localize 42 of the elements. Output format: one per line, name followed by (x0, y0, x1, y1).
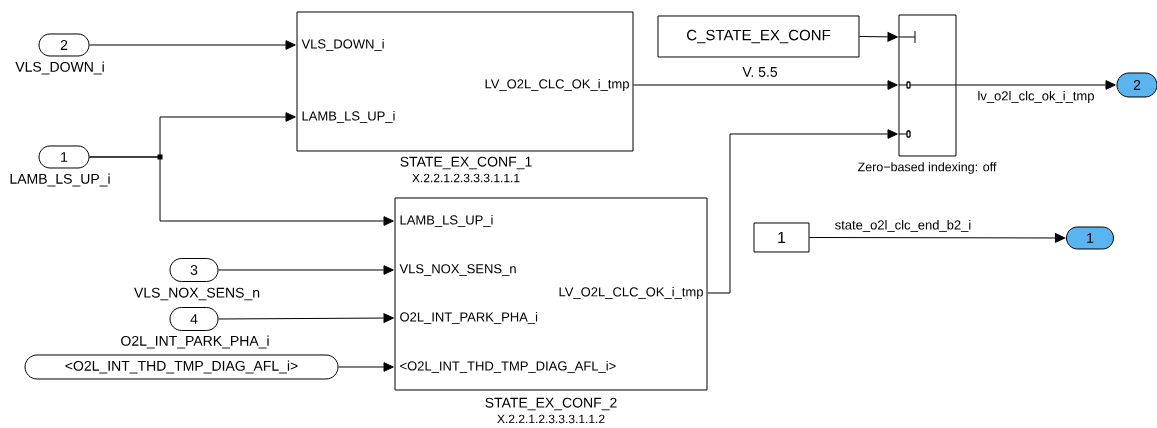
inport-block: 2 (38, 33, 90, 57)
block-label: X.2.2.1.2.3.3.3.1.1.2 (497, 414, 605, 424)
block-label: LAMB_LS_UP_i (10, 173, 110, 187)
signal-line (707, 129, 898, 294)
signal-line (859, 32, 898, 42)
port-label: LV_O2L_CLC_OK_i_tmp (559, 286, 703, 300)
signal-line (633, 80, 898, 90)
switch-block (898, 14, 957, 157)
port-label: LAMB_LS_UP_i (400, 215, 493, 227)
subsystem-block (296, 11, 634, 152)
signal-line (218, 265, 394, 275)
block-label: VLS_NOX_SENS_n (134, 287, 260, 301)
signal-line (218, 313, 394, 323)
port-label: VLS_DOWN_i (301, 39, 384, 51)
block-label: Zero−based indexing: off (857, 162, 997, 174)
port-label: <O2L_INT_THD_TMP_DIAG_AFL_i> (400, 361, 616, 373)
block-label: V. 5.5 (742, 67, 778, 77)
outport-block: 2 (1116, 72, 1157, 98)
inport-block: 4 (169, 307, 219, 331)
inport-block: <O2L_INT_THD_TMP_DIAG_AFL_i> (24, 354, 339, 380)
port-label: VLS_NOX_SENS_n (399, 264, 516, 276)
signal-line (956, 80, 1116, 90)
port-label: LAMB_LS_UP_i (302, 111, 395, 123)
edge-label: lv_o2l_clc_ok_i_tmp (976, 89, 1096, 105)
block-label: STATE_EX_CONF_1 (400, 156, 532, 170)
signal-line (89, 156, 394, 226)
constant-block: C_STATE_EX_CONF (657, 15, 860, 58)
outport-block: 1 (1066, 226, 1114, 250)
block-label: O2L_INT_PARK_PHA_i (121, 335, 269, 349)
block-label: X.2.2.1.2.3.3.3.1.1.1 (412, 173, 520, 183)
subsystem-block (394, 197, 708, 391)
port-label: LV_O2L_CLC_OK_i_tmp (485, 78, 629, 92)
signal-line (809, 233, 1066, 243)
signal-line (89, 40, 296, 50)
edge-label: state_o2l_clc_end_b2_i (833, 219, 973, 233)
block-label: STATE_EX_CONF_2 (485, 397, 617, 411)
inport-block: 3 (169, 258, 219, 282)
block-label: VLS_DOWN_i (15, 61, 104, 75)
constant-block: 1 (753, 222, 810, 253)
signal-line (338, 362, 394, 372)
port-label: O2L_INT_PARK_PHA_i (400, 312, 538, 324)
inport-block: 1 (38, 145, 90, 169)
